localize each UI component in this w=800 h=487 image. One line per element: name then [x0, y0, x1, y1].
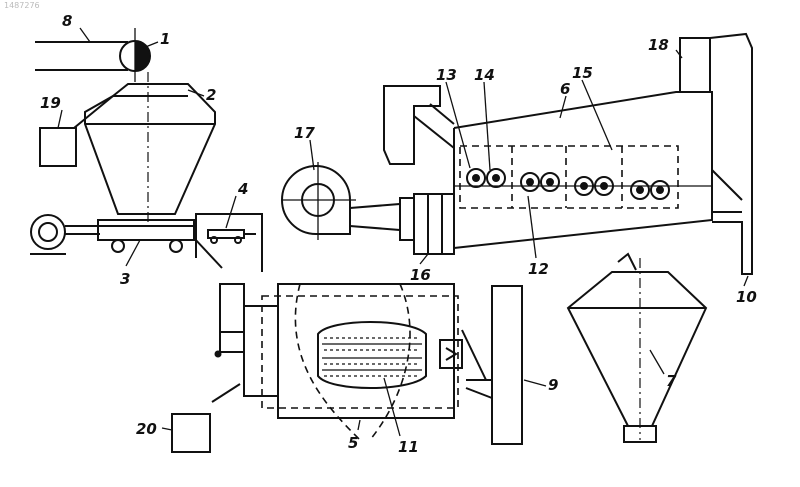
label-1: 1 — [160, 30, 170, 48]
column-18-stand-10 — [680, 34, 752, 274]
conveyor-pipe-8 — [35, 42, 128, 70]
label-14: 14 — [474, 66, 495, 84]
label-13: 13 — [436, 66, 457, 84]
label-2: 2 — [206, 86, 216, 104]
label-17: 17 — [294, 124, 315, 142]
hopper-7 — [568, 254, 706, 442]
label-16: 16 — [410, 266, 431, 284]
label-20: 20 — [136, 420, 157, 438]
control-box-19 — [40, 128, 76, 166]
feeder-cart-3 — [30, 215, 222, 268]
label-9: 9 — [548, 376, 558, 394]
rollers-13-14 — [467, 169, 669, 199]
column-9 — [466, 286, 522, 444]
label-19: 19 — [40, 94, 61, 112]
label-7: 7 — [666, 372, 677, 390]
hopper-2 — [74, 72, 215, 222]
label-3: 3 — [120, 270, 130, 288]
drum-chamber-5 — [212, 284, 486, 440]
drive-unit-16 — [400, 194, 454, 254]
label-8: 8 — [62, 12, 72, 30]
label-6: 6 — [560, 80, 570, 98]
label-10: 10 — [736, 288, 757, 306]
cart-4 — [196, 214, 262, 272]
drum-pulley-1 — [120, 28, 150, 82]
label-18: 18 — [648, 36, 669, 54]
dryer-chamber-6 — [384, 86, 712, 248]
control-box-20 — [172, 414, 210, 452]
fan-17 — [282, 162, 400, 240]
watermark-text: 1487276 — [4, 1, 40, 10]
label-12: 12 — [528, 260, 549, 278]
label-4: 4 — [237, 180, 248, 198]
leader-lines — [58, 28, 748, 436]
label-15: 15 — [572, 64, 593, 82]
label-11: 11 — [398, 438, 419, 456]
label-5: 5 — [348, 434, 358, 452]
